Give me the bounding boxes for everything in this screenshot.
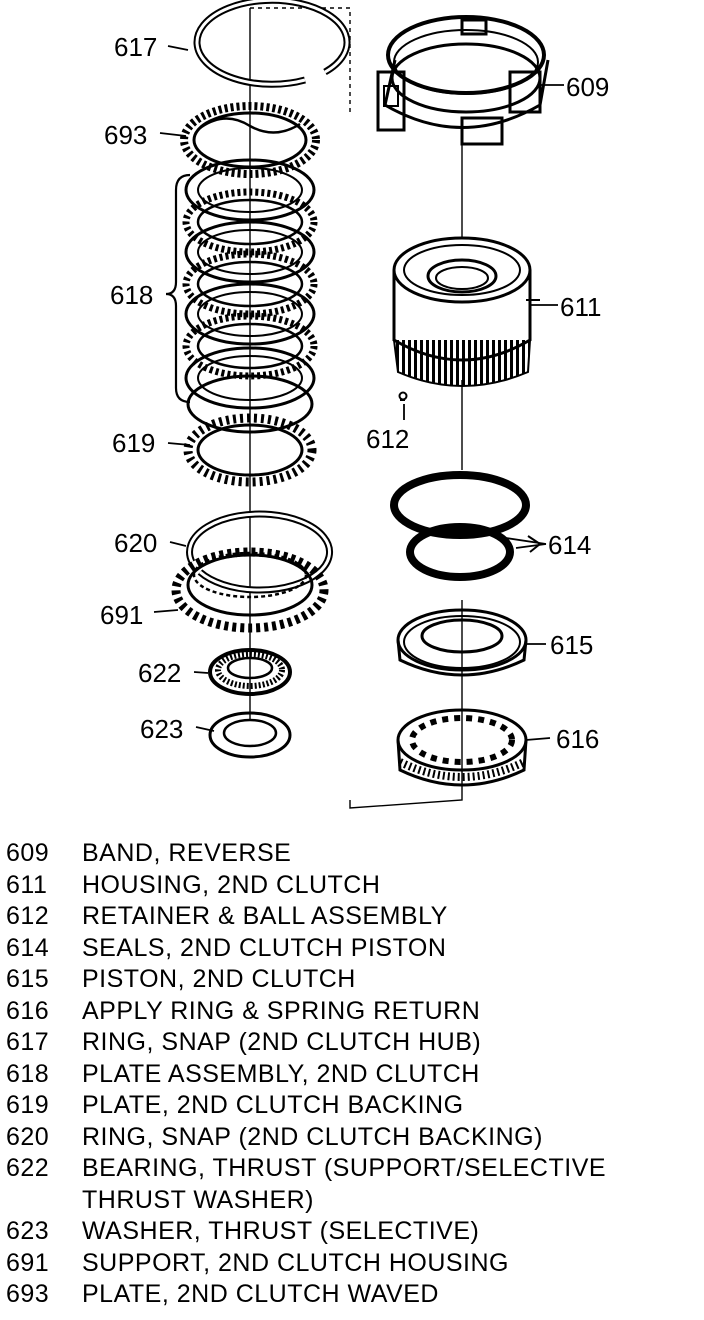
callout-617: 617 <box>114 32 157 62</box>
legend-description: RING, SNAP (2ND CLUTCH BACKING) <box>82 1122 543 1151</box>
clutch-piston-615 <box>396 608 528 677</box>
callout-611: 611 <box>560 292 601 322</box>
piston-seals-614 <box>390 471 530 581</box>
support-691 <box>171 547 329 633</box>
callout-612: 612 <box>366 424 409 454</box>
legend-description: BEARING, THRUST (SUPPORT/SELECTIVE <box>82 1154 607 1183</box>
legend-number: 623 <box>6 1217 50 1246</box>
legend-row-618: 618 PLATE ASSEMBLY, 2ND CLUTCH <box>6 1059 700 1091</box>
legend-row-622-continued: THRUST WASHER) <box>6 1185 700 1217</box>
legend-number: 614 <box>6 933 50 962</box>
legend-description: PLATE, 2ND CLUTCH WAVED <box>82 1280 439 1309</box>
legend-description-continued: THRUST WASHER) <box>82 1185 314 1214</box>
legend-description: PISTON, 2ND CLUTCH <box>82 965 356 994</box>
exploded-parts-diagram: 617 693 618 619 620 691 622 623 609 611 … <box>100 0 609 809</box>
callout-691: 691 <box>100 600 143 630</box>
backing-plate-619 <box>183 413 317 487</box>
legend-number: 611 <box>6 870 48 899</box>
leader-lines <box>153 45 564 741</box>
legend-row-616: 616 APPLY RING & SPRING RETURN <box>6 996 700 1028</box>
callout-620: 620 <box>114 528 157 558</box>
plate-stack-618 <box>165 158 318 434</box>
legend-row-620: 620 RING, SNAP (2ND CLUTCH BACKING) <box>6 1122 700 1154</box>
retainer-ball-612 <box>398 391 408 401</box>
legend-row-611: 611 HOUSING, 2ND CLUTCH <box>6 870 700 902</box>
callout-616: 616 <box>556 724 599 754</box>
callout-618: 618 <box>110 280 153 310</box>
legend-number: 691 <box>6 1248 50 1277</box>
legend-description: PLATE, 2ND CLUTCH BACKING <box>82 1091 464 1120</box>
callout-615: 615 <box>550 630 593 660</box>
legend-number: 615 <box>6 965 50 994</box>
legend-number: 619 <box>6 1091 50 1120</box>
thrust-bearing-622 <box>208 648 292 696</box>
thrust-washer-623 <box>208 711 292 759</box>
legend-row-622: 622 BEARING, THRUST (SUPPORT/SELECTIVE <box>6 1153 700 1185</box>
legend-row-617: 617 RING, SNAP (2ND CLUTCH HUB) <box>6 1027 700 1059</box>
reverse-band-609 <box>376 15 550 146</box>
legend-description: SEALS, 2ND CLUTCH PISTON <box>82 933 447 962</box>
parts-legend: 609 BAND, REVERSE 611 HOUSING, 2ND CLUTC… <box>6 838 700 1311</box>
legend-row-693: 693 PLATE, 2ND CLUTCH WAVED <box>6 1279 700 1311</box>
legend-row-614: 614 SEALS, 2ND CLUTCH PISTON <box>6 933 700 965</box>
callout-609: 609 <box>566 72 609 102</box>
legend-row-609: 609 BAND, REVERSE <box>6 838 700 870</box>
callout-623: 623 <box>140 714 183 744</box>
legend-number: 622 <box>6 1154 50 1183</box>
legend-number: 620 <box>6 1122 50 1151</box>
center-lines <box>249 7 463 809</box>
callout-693: 693 <box>104 120 147 150</box>
legend-description: HOUSING, 2ND CLUTCH <box>82 870 381 899</box>
legend-description: SUPPORT, 2ND CLUTCH HOUSING <box>82 1248 509 1277</box>
snap-ring-617 <box>193 0 351 88</box>
legend-description: RING, SNAP (2ND CLUTCH HUB) <box>82 1028 482 1057</box>
legend-row-691: 691 SUPPORT, 2ND CLUTCH HOUSING <box>6 1248 700 1280</box>
legend-description: RETAINER & BALL ASSEMBLY <box>82 902 448 931</box>
legend-row-612: 612 RETAINER & BALL ASSEMBLY <box>6 901 700 933</box>
callout-619: 619 <box>112 428 155 458</box>
legend-number: 693 <box>6 1280 50 1309</box>
clutch-housing-611 <box>392 236 540 387</box>
legend-row-619: 619 PLATE, 2ND CLUTCH BACKING <box>6 1090 700 1122</box>
legend-number: 609 <box>6 839 50 868</box>
legend-row-615: 615 PISTON, 2ND CLUTCH <box>6 964 700 996</box>
legend-number: 616 <box>6 996 50 1025</box>
legend-number: 612 <box>6 902 50 931</box>
legend-description: APPLY RING & SPRING RETURN <box>82 996 481 1025</box>
callout-622: 622 <box>138 658 181 688</box>
legend-number: 618 <box>6 1059 50 1088</box>
legend-row-623: 623 WASHER, THRUST (SELECTIVE) <box>6 1216 700 1248</box>
legend-description: WASHER, THRUST (SELECTIVE) <box>82 1217 480 1246</box>
legend-description: BAND, REVERSE <box>82 839 292 868</box>
callout-614: 614 <box>548 530 591 560</box>
legend-number: 617 <box>6 1028 50 1057</box>
legend-description: PLATE ASSEMBLY, 2ND CLUTCH <box>82 1059 480 1088</box>
snap-ring-620 <box>186 510 334 594</box>
